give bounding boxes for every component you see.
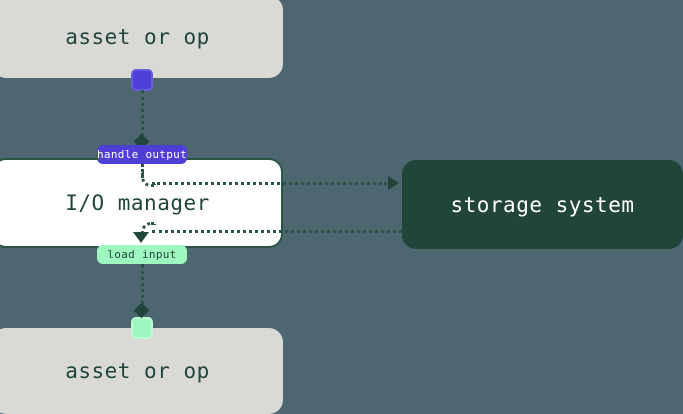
- edge-iomanager-to-storage-line: [152, 182, 387, 185]
- edge-label-load-input[interactable]: load input: [97, 245, 187, 264]
- output-port-square-icon: [131, 69, 153, 91]
- edge-iomanager-to-asset-line: [141, 264, 144, 312]
- node-asset-or-op-top[interactable]: asset or op: [0, 0, 283, 78]
- edge-iomanager-to-storage-corner: [141, 172, 156, 187]
- edge-storage-to-iomanager-corner: [141, 222, 156, 237]
- edge-label-text: handle output: [97, 148, 187, 161]
- edge-iomanager-to-storage-arrowhead-icon: [388, 176, 399, 190]
- edge-storage-to-iomanager-line: [152, 230, 402, 233]
- node-label: asset or op: [65, 25, 210, 49]
- edge-storage-to-iomanager-arrowhead-icon: [133, 232, 149, 243]
- edge-asset-to-iomanager-line: [141, 90, 144, 142]
- node-label: I/O manager: [65, 191, 210, 215]
- input-port-square-icon: [131, 317, 153, 339]
- edge-label-handle-output[interactable]: handle output: [97, 145, 187, 164]
- node-label: asset or op: [65, 359, 210, 383]
- node-storage-system[interactable]: storage system: [402, 160, 683, 249]
- node-label: storage system: [450, 192, 635, 217]
- edge-label-text: load input: [107, 248, 177, 261]
- edge-iomanager-to-asset-diamond-icon: [133, 302, 150, 319]
- edge-handleoutput-stub-line: [141, 164, 144, 178]
- node-asset-or-op-bottom[interactable]: asset or op: [0, 328, 283, 414]
